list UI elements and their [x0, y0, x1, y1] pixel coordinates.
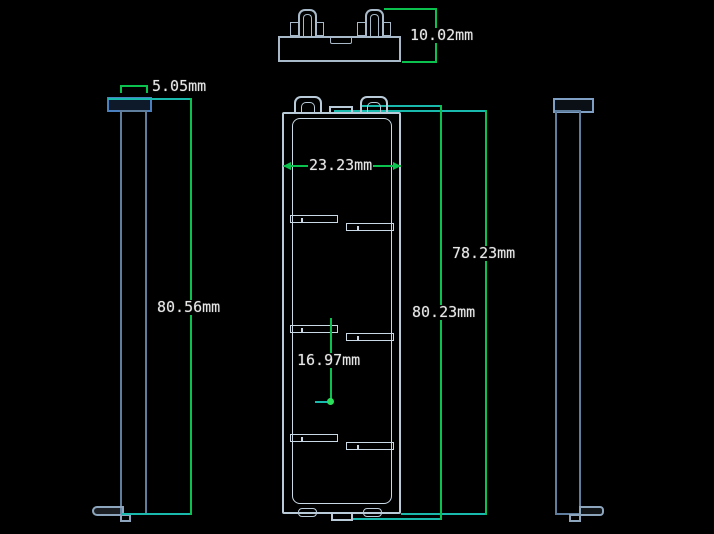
- dim-ext-top-view-upper: [384, 8, 437, 10]
- front-view-body-outline[interactable]: [282, 112, 401, 514]
- cell-divider-tab: [290, 434, 338, 442]
- left-view-body-outline[interactable]: [120, 110, 147, 515]
- dim-line-side-width: [120, 85, 148, 87]
- right-view-bottom-tab[interactable]: [569, 514, 581, 522]
- dim-tick-right: [146, 85, 148, 93]
- left-view-bottom-tab[interactable]: [120, 514, 131, 522]
- left-view-foot[interactable]: [92, 506, 124, 516]
- top-view-clip-right-wing-b: [382, 22, 391, 36]
- top-view-center-notch: [330, 37, 352, 44]
- cell-divider-tab: [346, 223, 394, 231]
- ext-line-cell-bottom: [315, 401, 332, 403]
- top-view-clip-left[interactable]: [298, 9, 317, 37]
- top-view-clip-left-wing-b: [315, 22, 324, 36]
- dim-label-front-width[interactable]: 23.23mm: [308, 156, 374, 174]
- dim-label-front-body-height[interactable]: 78.23mm: [451, 244, 517, 262]
- ext-line-side-top: [108, 98, 192, 100]
- ext-line-front-body-top: [334, 110, 486, 112]
- ext-line-side-bottom: [121, 513, 192, 515]
- dim-ext-top-view-lower: [402, 61, 437, 63]
- top-view-clip-left-wing-a: [290, 22, 299, 36]
- cell-divider-tab: [290, 325, 338, 333]
- front-view-clip-left[interactable]: [294, 96, 322, 113]
- dim-label-side-height[interactable]: 80.56mm: [156, 298, 222, 316]
- top-view-clip-left-slot: [303, 14, 312, 37]
- front-view-clip-right-notch: [367, 102, 381, 113]
- front-view-inner-opening[interactable]: [292, 118, 392, 504]
- front-view-clip-right[interactable]: [360, 96, 388, 113]
- dim-label-cell-height[interactable]: 16.97mm: [296, 351, 362, 369]
- front-view: 23.23mm 16.97mm 78.23mm 80.23mm: [0, 0, 714, 521]
- front-view-bottom-step: [331, 513, 353, 521]
- right-view-body-outline[interactable]: [555, 110, 581, 515]
- ext-line-front-overall-top: [360, 105, 441, 107]
- cell-divider-tab: [290, 215, 338, 223]
- right-view-foot[interactable]: [579, 506, 604, 516]
- dim-line-front-body-height: [485, 110, 487, 515]
- dim-endpoint-dot: [327, 398, 334, 405]
- dim-label-top-view-height[interactable]: 10.02mm: [409, 26, 475, 44]
- cell-divider-tab: [346, 333, 394, 341]
- dim-label-side-width[interactable]: 5.05mm: [151, 77, 208, 95]
- ext-line-front-overall-bottom: [352, 518, 442, 520]
- dim-arrowhead-right: [393, 162, 401, 170]
- top-view-clip-right-wing-a: [357, 22, 366, 36]
- dim-label-front-overall-height[interactable]: 80.23mm: [411, 303, 477, 321]
- cell-divider-tab: [346, 442, 394, 450]
- dim-arrowhead-left: [283, 162, 291, 170]
- top-view-clip-right[interactable]: [365, 9, 384, 37]
- right-view-top-tab[interactable]: [553, 98, 594, 113]
- top-view-clip-right-slot: [370, 14, 379, 37]
- ext-line-front-body-bottom: [401, 513, 487, 515]
- dim-tick-left: [120, 85, 122, 93]
- front-view-top-step: [329, 106, 353, 113]
- front-view-foot-right: [363, 508, 382, 517]
- front-view-clip-left-notch: [301, 102, 315, 113]
- front-view-foot-left: [298, 508, 317, 517]
